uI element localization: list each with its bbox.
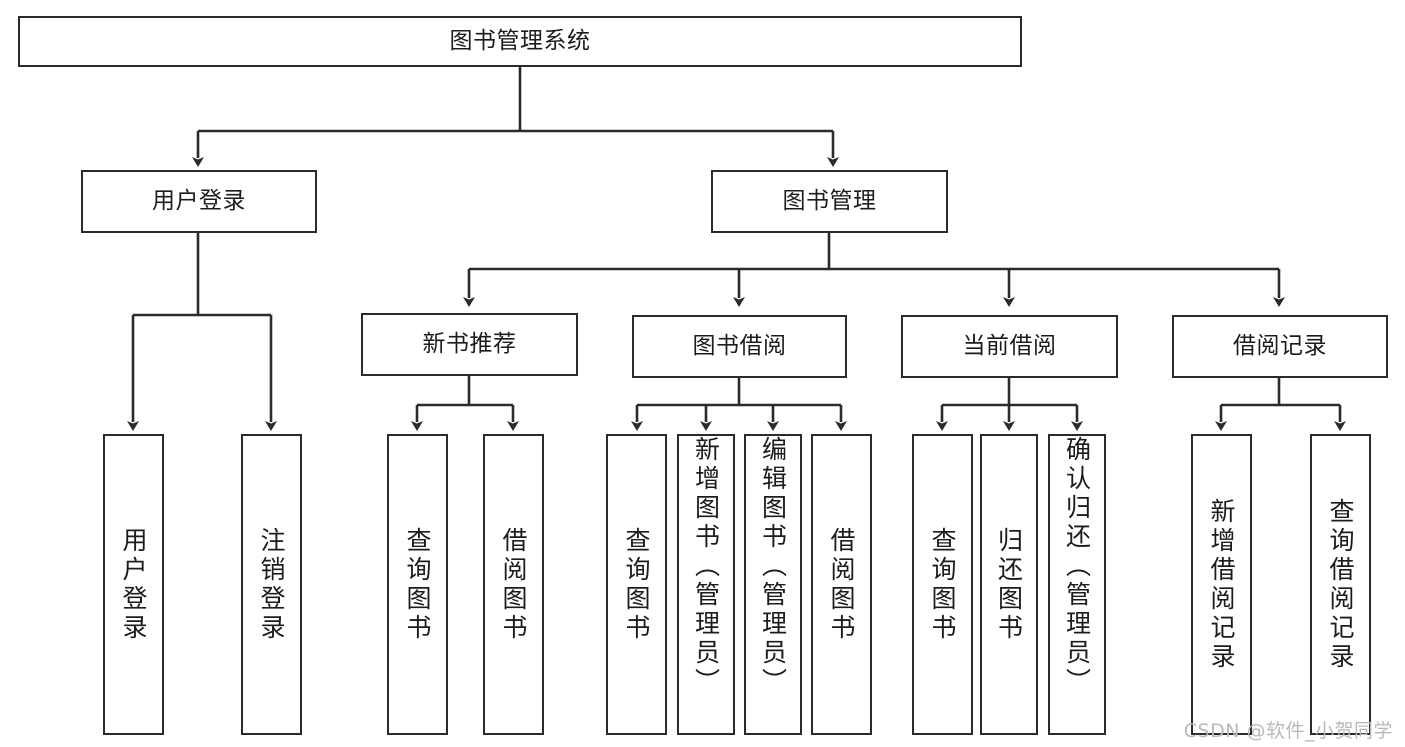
node-label: 新增借阅记录 — [1207, 497, 1236, 672]
node-leaf-borrow-book-recommend[interactable]: 借阅图书 — [483, 434, 544, 735]
node-label: 当前借阅 — [962, 332, 1057, 359]
node-label: 确认归还（管理员） — [1062, 436, 1092, 697]
node-leaf-borrow-book[interactable]: 借阅图书 — [811, 434, 872, 735]
node-label: 用户登录 — [119, 526, 148, 643]
node-label: 图书管理 — [782, 187, 877, 214]
node-borrow-record[interactable]: 借阅记录 — [1172, 315, 1388, 378]
node-label: 借阅记录 — [1233, 332, 1327, 359]
node-user-login[interactable]: 用户登录 — [81, 170, 317, 233]
watermark: CSDN @软件_小贺同学 — [1183, 720, 1393, 742]
node-leaf-add-book[interactable]: 新增图书（管理员） — [677, 434, 735, 735]
node-new-book-recommend[interactable]: 新书推荐 — [361, 313, 578, 376]
node-book-borrow[interactable]: 图书借阅 — [632, 315, 847, 378]
node-label: 查询图书 — [928, 526, 957, 643]
node-label: 查询图书 — [403, 526, 432, 643]
node-leaf-user-logout[interactable]: 注销登录 — [241, 434, 302, 735]
node-label: 借阅图书 — [499, 526, 528, 643]
node-leaf-edit-book[interactable]: 编辑图书（管理员） — [744, 434, 802, 735]
node-label: 编辑图书（管理员） — [758, 436, 788, 697]
node-leaf-return-book[interactable]: 归还图书 — [980, 434, 1038, 735]
node-label: 用户登录 — [152, 187, 246, 214]
node-label: 新增图书（管理员） — [691, 436, 721, 697]
node-label: 归还图书 — [994, 526, 1024, 643]
node-leaf-query-book-borrow[interactable]: 查询图书 — [606, 434, 667, 735]
node-book-management[interactable]: 图书管理 — [711, 170, 948, 233]
node-leaf-query-borrow-record[interactable]: 查询借阅记录 — [1310, 434, 1371, 735]
node-leaf-confirm-return[interactable]: 确认归还（管理员） — [1048, 434, 1106, 735]
node-leaf-query-book-current[interactable]: 查询图书 — [912, 434, 973, 735]
node-root-book-management-system[interactable]: 图书管理系统 — [18, 16, 1022, 67]
node-current-borrow[interactable]: 当前借阅 — [901, 315, 1118, 378]
node-label: 图书借阅 — [692, 332, 787, 359]
node-label: 查询图书 — [622, 526, 651, 643]
node-label: 新书推荐 — [422, 330, 517, 357]
node-leaf-user-login[interactable]: 用户登录 — [103, 434, 164, 735]
node-leaf-add-borrow-record[interactable]: 新增借阅记录 — [1191, 434, 1252, 735]
node-label: 查询借阅记录 — [1326, 497, 1355, 672]
node-label: 图书管理系统 — [449, 27, 591, 54]
node-leaf-query-book-recommend[interactable]: 查询图书 — [387, 434, 448, 735]
node-label: 注销登录 — [257, 526, 286, 643]
node-label: 借阅图书 — [827, 526, 856, 643]
